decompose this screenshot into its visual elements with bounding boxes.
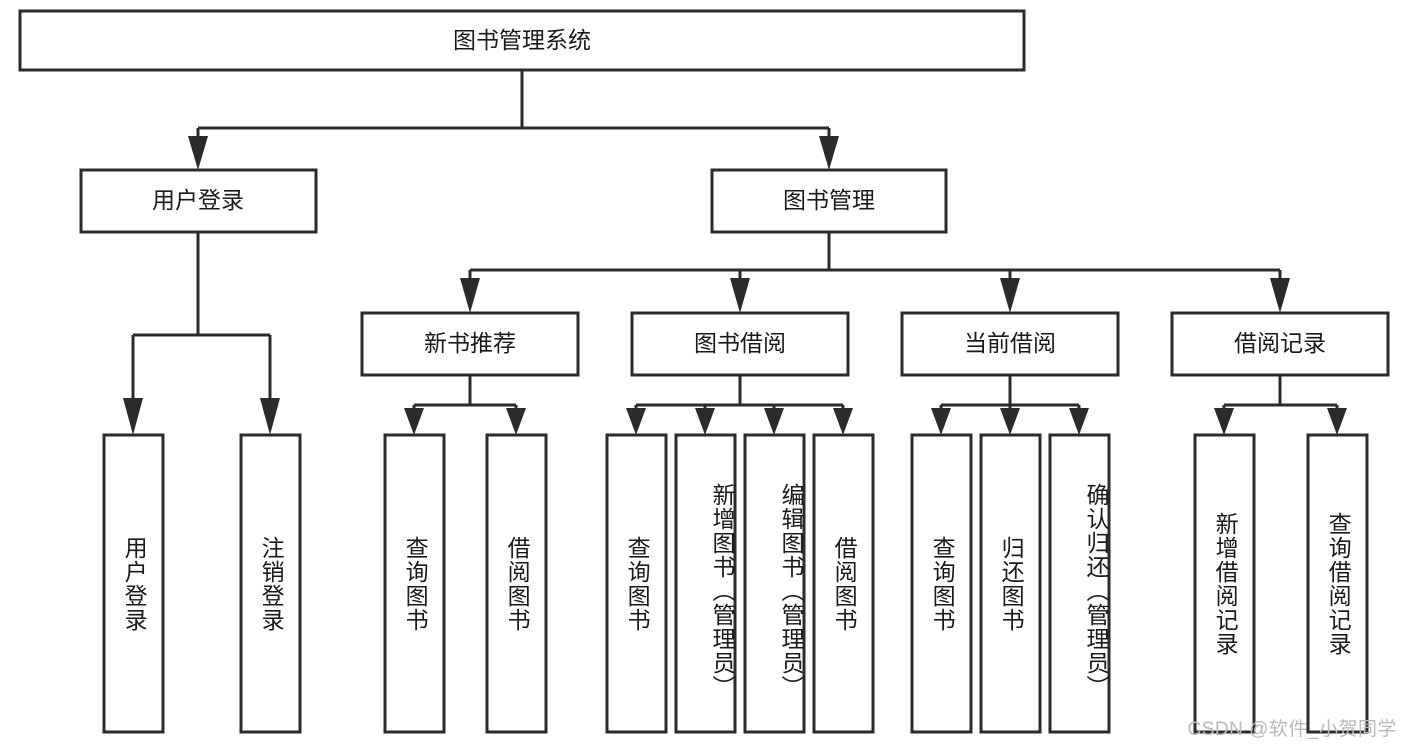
- connector-group-book-borrow: [626, 375, 853, 435]
- arrow-root-to-user-login: [188, 136, 208, 170]
- arrow-bm-to-current-borrow: [1000, 278, 1020, 313]
- arrow-ul-leaf-2: [260, 398, 280, 435]
- connector-group-user-login: [123, 232, 280, 435]
- arrow-bm-to-borrow-record: [1270, 278, 1290, 313]
- arrow-nb-leaf-1: [404, 408, 424, 435]
- node-box-leaf-borrow-book-2[interactable]: [812, 433, 875, 734]
- arrow-br-leaf-1: [1214, 408, 1234, 435]
- node-box-leaf-return-book[interactable]: [979, 433, 1042, 734]
- node-box-leaf-add-record[interactable]: [1193, 433, 1256, 734]
- node-box-leaf-borrow-book-1[interactable]: [485, 433, 548, 734]
- arrow-bb-leaf-1: [626, 408, 646, 435]
- node-label-new-book-recommend: 新书推荐: [424, 330, 516, 356]
- watermark-text: CSDN @软件_小贺同学: [1187, 719, 1397, 740]
- node-box-leaf-query-book-3[interactable]: [910, 433, 973, 734]
- connector-group-current-borrow: [931, 375, 1089, 435]
- node-box-new-book-recommend[interactable]: [360, 311, 580, 377]
- arrow-cb-leaf-2: [1000, 408, 1020, 435]
- node-label-borrow-record: 借阅记录: [1234, 330, 1326, 356]
- arrow-br-leaf-2: [1327, 408, 1347, 435]
- arrow-bm-to-new-book: [460, 278, 480, 313]
- connector-group-root: [188, 70, 839, 170]
- node-label-current-borrow: 当前借阅: [964, 330, 1056, 356]
- connector-group-book-management: [460, 232, 1290, 313]
- node-box-root[interactable]: [18, 9, 1026, 72]
- node-box-leaf-edit-book[interactable]: [743, 433, 806, 734]
- connector-group-borrow-record: [1214, 375, 1347, 435]
- arrow-ul-leaf-1: [123, 398, 143, 435]
- node-box-leaf-query-record[interactable]: [1306, 433, 1369, 734]
- node-box-leaf-query-book-1[interactable]: [383, 433, 446, 734]
- node-box-book-borrow[interactable]: [630, 311, 850, 377]
- node-box-current-borrow[interactable]: [900, 311, 1120, 377]
- arrow-nb-leaf-2: [506, 408, 526, 435]
- node-label-user-login: 用户登录: [152, 187, 244, 213]
- node-label-book-borrow: 图书借阅: [694, 330, 786, 356]
- arrow-root-to-book-management: [819, 136, 839, 170]
- node-box-leaf-query-book-2[interactable]: [605, 433, 668, 734]
- arrow-bm-to-book-borrow: [730, 278, 750, 313]
- node-box-leaf-logout-login[interactable]: [239, 433, 302, 734]
- node-box-book-management[interactable]: [710, 168, 948, 234]
- node-label-root: 图书管理系统: [453, 27, 591, 53]
- node-box-leaf-add-book[interactable]: [674, 433, 737, 734]
- node-box-user-login[interactable]: [79, 168, 318, 234]
- arrow-cb-leaf-1: [931, 408, 951, 435]
- connector-group-new-book: [404, 375, 526, 435]
- arrow-bb-leaf-3: [764, 408, 784, 435]
- arrow-cb-leaf-3: [1069, 408, 1089, 435]
- node-label-book-management: 图书管理: [783, 187, 875, 213]
- node-box-leaf-user-login[interactable]: [102, 433, 165, 734]
- arrow-bb-leaf-2: [695, 408, 715, 435]
- node-box-leaf-confirm-return[interactable]: [1048, 433, 1111, 734]
- node-box-borrow-record[interactable]: [1170, 311, 1390, 377]
- arrow-bb-leaf-4: [833, 408, 853, 435]
